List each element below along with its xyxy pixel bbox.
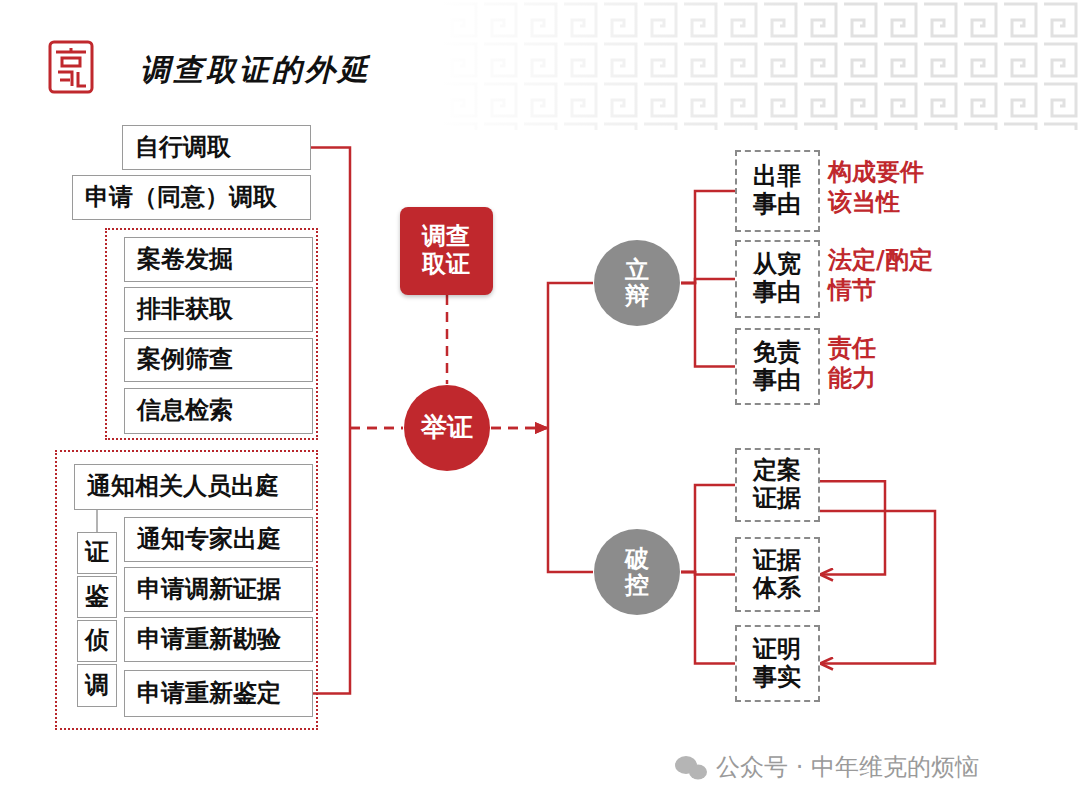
annotation-label: 责任 能力: [828, 333, 883, 393]
node-text: 通知专家出庭: [137, 526, 281, 554]
connector: [681, 283, 735, 367]
node-text: 通知相关人员出庭: [87, 473, 279, 501]
node-text: 立辩: [625, 257, 649, 310]
node-text: 鉴: [85, 583, 109, 611]
node-text: 自行调取: [135, 134, 231, 162]
annotation-label: 法定/酌定 情节: [828, 245, 943, 305]
process-box: 申请（同意）调取: [72, 175, 311, 220]
char-box: 调: [77, 664, 117, 707]
circle-fill: [594, 240, 680, 326]
char-box: 证: [77, 532, 117, 574]
connector-line: [681, 485, 735, 572]
connector: [681, 572, 735, 664]
dashed-box: 出罪事由: [735, 150, 820, 232]
process-box: 信息检索: [124, 388, 313, 434]
dashed-box: 证据体系: [735, 537, 820, 612]
connector: [491, 428, 593, 572]
node-text: 定案证据: [752, 457, 802, 512]
connector-line: [681, 283, 735, 367]
process-box: 申请重新鉴定: [124, 670, 313, 717]
connector: [311, 148, 403, 429]
group-frame: 通知相关人员出庭证鉴侦调 通知专家出庭申请调新证据申请重新勘验申请重新鉴定: [55, 450, 318, 730]
dashed-box: 证明事实: [735, 625, 820, 702]
node-text: 免责事由: [752, 339, 802, 394]
wechat-icon: [675, 756, 707, 780]
node-text: 从宽事由: [752, 251, 802, 306]
node-text: 调: [85, 672, 109, 700]
node-text: 举证: [421, 413, 473, 443]
connector: [820, 481, 885, 574]
watermark: 公众号 · 中年维克的烦恼: [716, 752, 979, 782]
node-text: 破控: [625, 546, 649, 599]
connector: [681, 485, 735, 572]
process-box: 通知相关人员出庭: [74, 464, 313, 510]
process-box: 自行调取: [122, 125, 311, 170]
char-box: 鉴: [77, 576, 117, 618]
node-text: 申请（同意）调取: [85, 184, 277, 212]
connector-line: [820, 481, 885, 574]
node-text: 案例筛查: [137, 346, 233, 374]
node-text: 申请重新鉴定: [137, 680, 281, 708]
connector: [447, 295, 448, 384]
fret-fade: [440, 0, 840, 130]
dashed-box: 定案证据: [735, 448, 820, 522]
node-text: 出罪事由: [752, 163, 802, 218]
connector-line: [350, 427, 403, 430]
connector-line: [313, 428, 350, 694]
group-frame: 案卷发掘排非获取案例筛查信息检索: [105, 228, 318, 440]
node-text: 申请调新证据: [137, 576, 281, 604]
connector-line: [446, 295, 449, 384]
title: 调查取证的外延: [140, 50, 371, 91]
connector-line: [548, 283, 593, 428]
connector-line: [96, 510, 98, 532]
process-box: 申请调新证据: [124, 567, 313, 612]
node-text: 案卷发掘: [137, 246, 233, 274]
process-box: 案例筛查: [124, 338, 313, 382]
key-box: 调查取证: [400, 207, 493, 295]
node-text: 信息检索: [137, 397, 233, 425]
dashed-box: 免责事由: [735, 328, 820, 405]
seal-logo: [50, 42, 92, 92]
branch-circle: 破控: [593, 528, 681, 616]
connector: [681, 191, 735, 283]
char-box: 侦: [77, 620, 117, 662]
branch-circle: 立辩: [593, 239, 681, 327]
connector-line: [350, 427, 403, 430]
node-text: 证据体系: [752, 547, 802, 602]
node-text: 调查取证: [421, 223, 471, 278]
connector-line: [820, 511, 935, 664]
connector: [97, 510, 98, 532]
connector: [491, 283, 593, 428]
connector-line: [491, 427, 548, 430]
process-box: 申请重新勘验: [124, 617, 313, 662]
process-box: 排非获取: [124, 287, 313, 332]
connector-line: [548, 428, 593, 572]
circle-fill: [404, 385, 490, 471]
annotation-label: 构成要件 该当性: [828, 157, 931, 217]
dashed-box: 从宽事由: [735, 240, 820, 318]
process-box: 通知专家出庭: [124, 517, 313, 562]
node-text: 证: [85, 539, 109, 567]
connector: [313, 428, 403, 694]
circle-fill: [594, 529, 680, 615]
node-text: 证明事实: [752, 636, 802, 691]
connector: [820, 511, 935, 664]
process-box: 案卷发掘: [124, 237, 313, 282]
node-text: 排非获取: [137, 296, 233, 324]
node-text: 申请重新勘验: [137, 626, 281, 654]
fret-pattern: [440, 0, 1080, 130]
connector-line: [491, 427, 548, 430]
connector-line: [681, 191, 735, 283]
connector-line: [681, 572, 735, 664]
node-text: 侦: [85, 627, 109, 655]
key-circle: 举证: [403, 384, 491, 472]
